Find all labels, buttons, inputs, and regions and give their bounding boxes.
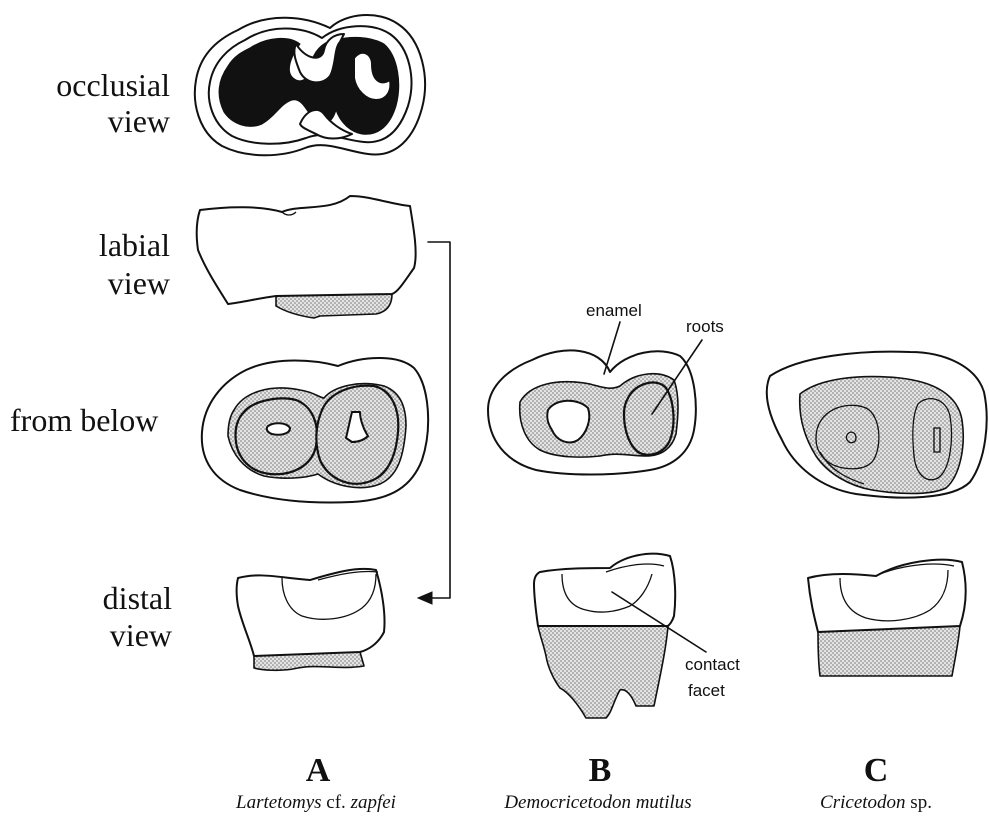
- column-a-letter: A: [306, 752, 331, 789]
- column-b-taxon: Democricetodon mutilus: [503, 792, 691, 813]
- row-label-line: view: [108, 265, 170, 301]
- tooth-b-from-below: [488, 350, 696, 474]
- row-label-line: labial: [99, 227, 170, 263]
- tooth-a-occlusal-view: [195, 15, 425, 155]
- row-label-line: from below: [10, 402, 158, 438]
- tooth-b-distal-view: [534, 554, 675, 718]
- annotation-roots-label: roots: [686, 317, 724, 336]
- column-b-letter: B: [589, 752, 612, 789]
- row-label-occlusial-view: occlusial view: [56, 67, 170, 139]
- row-label-line: view: [110, 617, 172, 653]
- column-c-letter: C: [864, 752, 889, 789]
- column-a-qualifier: cf.: [322, 792, 351, 813]
- annotation-facet-label: facet: [688, 681, 725, 700]
- column-c-caption: C Cricetodon sp.: [820, 752, 932, 813]
- tooth-a-labial-view: [197, 196, 416, 318]
- row-label-from-below: from below: [10, 402, 158, 438]
- column-a-taxon: Lartetomys cf. zapfei: [235, 792, 396, 813]
- tooth-c-distal-view: [808, 560, 966, 676]
- row-label-line: distal: [103, 580, 172, 616]
- column-c-genus: Cricetodon: [820, 792, 906, 813]
- row-label-line: view: [108, 103, 170, 139]
- tooth-a-distal-view: [237, 569, 385, 670]
- column-c-taxon: Cricetodon sp.: [820, 792, 932, 813]
- annotation-contact-label: contact: [685, 655, 740, 674]
- column-a-caption: A Lartetomys cf. zapfei: [235, 752, 396, 813]
- column-a-genus: Lartetomys: [235, 792, 322, 813]
- row-label-distal-view: distal view: [103, 580, 172, 653]
- row-label-labial-view: labial view: [99, 227, 170, 301]
- column-c-qualifier: sp.: [906, 792, 932, 813]
- column-b-caption: B Democricetodon mutilus: [503, 752, 691, 813]
- tooth-c-from-below: [767, 352, 987, 498]
- tooth-a-from-below: [202, 358, 428, 503]
- annotation-enamel-label: enamel: [586, 301, 642, 320]
- row-label-line: occlusial: [56, 67, 170, 103]
- column-a-species: zapfei: [350, 792, 396, 813]
- column-b-genus: Democricetodon mutilus: [503, 792, 691, 813]
